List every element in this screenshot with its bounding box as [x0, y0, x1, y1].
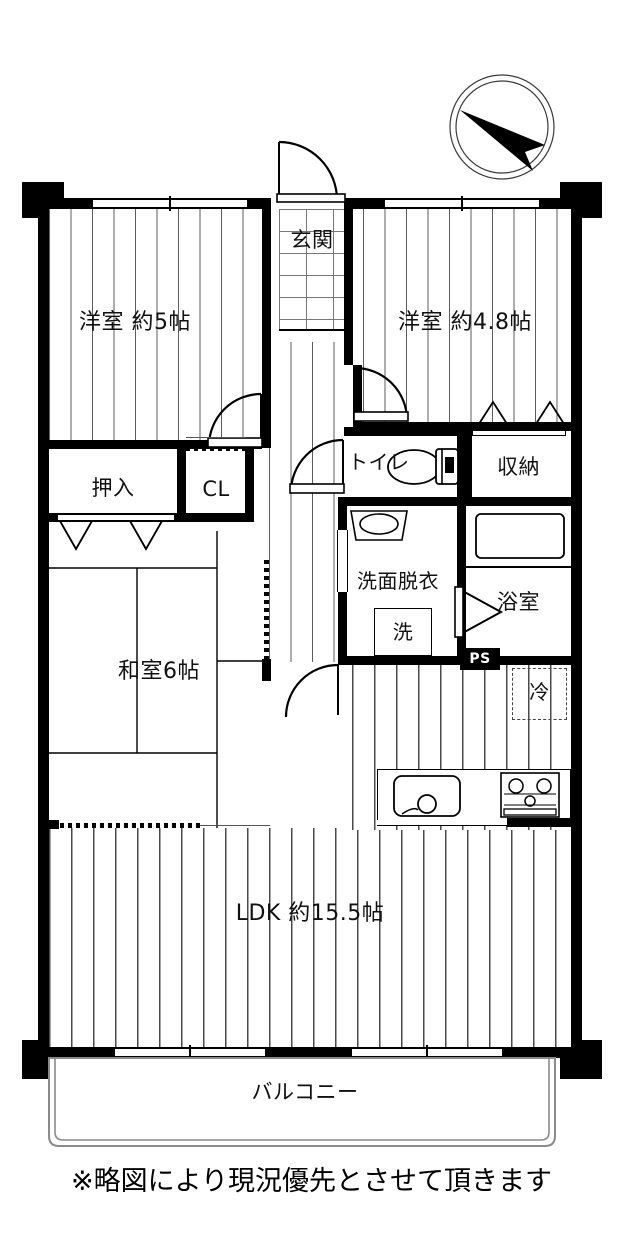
disclaimer-text: ※略図により現況優先とさせて頂きます — [70, 1166, 553, 1197]
storage-label-cl: CL — [202, 477, 230, 501]
room-floor-ldk — [49, 828, 571, 1047]
washbasin-icon — [349, 509, 409, 543]
room-label-toilet: トイレ — [348, 450, 410, 474]
door-toilet[interactable] — [288, 438, 346, 494]
door-yoshitsu-48[interactable] — [352, 366, 410, 422]
corridor-floor-upper — [269, 209, 279, 342]
ps-label: PS — [469, 651, 491, 667]
oshiire-door-opening — [57, 514, 175, 521]
toilet-fixture-icon — [386, 443, 462, 491]
interior-wall-cl-right — [245, 449, 254, 521]
tatami-mat-lines — [49, 531, 269, 828]
interior-wall-toilet-bottom — [344, 497, 466, 506]
interior-wall-washroom-bottom — [338, 656, 466, 665]
room-label-genkan: 玄関 — [290, 228, 334, 252]
north-arrow-compass — [447, 72, 557, 182]
room-label-yoshitsu-5: 洋室 約5帖 — [79, 310, 191, 335]
room-label-washitsu: 和室6帖 — [118, 659, 200, 684]
interior-wall-corridor-left — [262, 198, 271, 448]
washitsu-bottom-line — [200, 825, 270, 827]
interior-wall-toilet-right — [457, 427, 466, 506]
room-label-bath: 浴室 — [497, 590, 540, 614]
genkan-step-line — [279, 329, 345, 331]
door-genkan-entrance[interactable] — [276, 140, 348, 204]
interior-wall-washroom-right — [457, 506, 466, 665]
storage-label-shuno: 収納 — [497, 455, 540, 479]
interior-wall-shuno-left — [466, 427, 472, 506]
bathtub-icon — [474, 512, 566, 560]
interior-wall-washitsu-ldk — [49, 820, 59, 829]
balcony-sliding-door-right[interactable] — [352, 1045, 502, 1060]
cl-door-line — [186, 437, 246, 439]
interior-wall-yoshitsu48-bottom — [353, 422, 571, 431]
exterior-wall-bottom — [38, 1047, 582, 1058]
door-ldk[interactable] — [283, 663, 341, 719]
window-yoshitsu-48[interactable] — [385, 196, 539, 211]
shuno-folding-door-markers — [472, 399, 572, 429]
room-label-ldk: LDK 約15.5帖 — [235, 901, 385, 926]
kitchen-wall-stub — [507, 818, 571, 827]
balcony-area — [48, 1057, 561, 1148]
kitchen-counter-front-edge — [377, 820, 507, 826]
door-washroom[interactable] — [337, 530, 348, 592]
interior-wall-oshiire-right — [177, 449, 186, 521]
interior-wall-washitsu-right — [262, 659, 271, 681]
interior-wall-corridor-right-upper — [344, 198, 353, 343]
pipe-shaft-badge: PS — [460, 648, 500, 670]
balcony-sliding-door-left[interactable] — [115, 1045, 265, 1060]
room-label-yoshitsu-48: 洋室 約4.8帖 — [398, 310, 532, 335]
room-label-washroom: 洗面脱衣 — [357, 569, 439, 593]
interior-wall-corridor-jamb — [353, 365, 362, 425]
interior-wall-bath-bottom — [466, 656, 571, 665]
interior-wall-toilet-top — [344, 427, 466, 436]
interior-wall-corridor-right-mid — [344, 343, 353, 365]
door-bath[interactable] — [454, 586, 504, 638]
fusuma-washitsu-bottom[interactable] — [52, 823, 200, 828]
fixture-label-fridge: 冷 — [529, 680, 550, 704]
door-yoshitsu-5[interactable] — [206, 392, 264, 448]
washroom-door-track — [341, 592, 345, 654]
exterior-wall-right — [571, 198, 582, 1058]
fusuma-washitsu-right[interactable] — [264, 560, 269, 660]
genkan-tile-floor — [279, 209, 345, 331]
kitchen-sink-icon — [392, 774, 462, 818]
exterior-wall-left — [38, 198, 49, 1058]
storage-label-oshiire: 押入 — [91, 476, 135, 500]
interior-wall-shuno-bottom — [466, 497, 571, 506]
refrigerator-space — [512, 668, 567, 720]
cl-door-track[interactable] — [186, 447, 246, 451]
room-floor-yoshitsu-48 — [363, 209, 571, 431]
gas-stove-icon — [500, 772, 560, 818]
room-label-balcony: バルコニー — [251, 1080, 359, 1104]
oshiire-folding-door-markers — [55, 520, 185, 553]
bath-divider-line — [466, 566, 571, 568]
interior-wall-yoshitsu5-bottom — [49, 440, 262, 449]
window-yoshitsu-5[interactable] — [93, 196, 247, 211]
fixture-label-washer: 洗 — [392, 620, 414, 644]
washing-machine-space — [374, 608, 432, 656]
